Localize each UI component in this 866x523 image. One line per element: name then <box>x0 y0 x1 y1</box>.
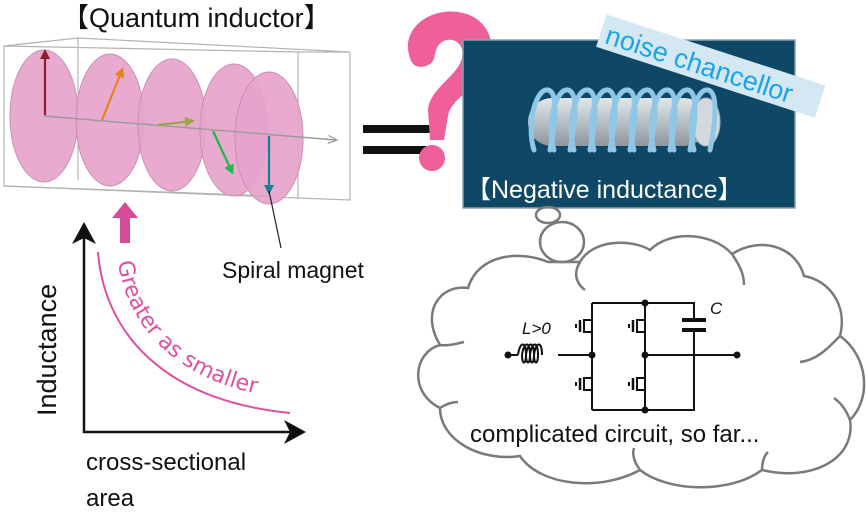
x-axis-label-line1: cross-sectional <box>86 449 246 476</box>
coil-turn <box>648 87 678 153</box>
inductor-label: L>0 <box>522 319 551 338</box>
coil-turn <box>608 87 638 153</box>
quantum-inductor-panel: 【Quantum inductor】 Spiral magnet <box>3 3 365 283</box>
equals-sign <box>363 125 437 154</box>
spiral-magnet-label: Spiral magnet <box>222 257 365 283</box>
cloud-caption: complicated circuit, so far... <box>470 421 759 448</box>
inductance-trend-curve <box>97 251 291 414</box>
quantum-inductor-title: 【Quantum inductor】 <box>62 3 331 33</box>
x-axis-arrowhead <box>284 420 306 444</box>
increase-arrow-icon <box>112 202 138 243</box>
coil-turn <box>588 87 618 153</box>
coil-turn <box>628 87 658 153</box>
inductor-symbol <box>517 343 543 364</box>
coil-inductor-icon <box>528 87 721 153</box>
spiral-magnet-pointer <box>268 190 282 249</box>
transistor-symbol <box>628 370 646 398</box>
transistor-symbol <box>575 370 593 398</box>
coil-turn <box>568 87 598 153</box>
transistor-symbol <box>628 312 646 340</box>
spin-arrow-4 <box>212 130 234 175</box>
spin-arrow-2 <box>100 67 125 121</box>
cloud-outline <box>416 234 866 489</box>
magnet-axis <box>43 115 336 140</box>
y-axis-label: Inductance <box>32 284 62 416</box>
transistor-symbol <box>575 312 593 340</box>
coil-turn <box>668 87 698 153</box>
inductance-graph: Inductance cross-sectional area Greater … <box>32 202 306 512</box>
x-axis-label-line2: area <box>86 485 135 512</box>
thought-bubble-small <box>534 205 562 225</box>
capacitor-label: C <box>710 299 723 318</box>
negative-inductance-panel: noise chancellor 【Negative inductance】 <box>462 14 826 209</box>
coil-turn <box>528 87 558 153</box>
y-axis-arrowhead <box>72 222 96 244</box>
circuit-schematic <box>504 299 741 414</box>
coil-turn <box>688 87 718 153</box>
negative-inductance-label: 【Negative inductance】 <box>466 176 743 204</box>
thought-cloud: L>0 C complicated circuit, so far... <box>416 205 866 489</box>
coil-turn <box>548 87 578 153</box>
spin-arrow-3 <box>157 116 195 127</box>
prism-box-outline <box>3 37 351 201</box>
spin-arrows <box>40 49 274 195</box>
spiral-magnet-disks <box>9 49 304 205</box>
thought-bubble-medium <box>538 220 586 264</box>
